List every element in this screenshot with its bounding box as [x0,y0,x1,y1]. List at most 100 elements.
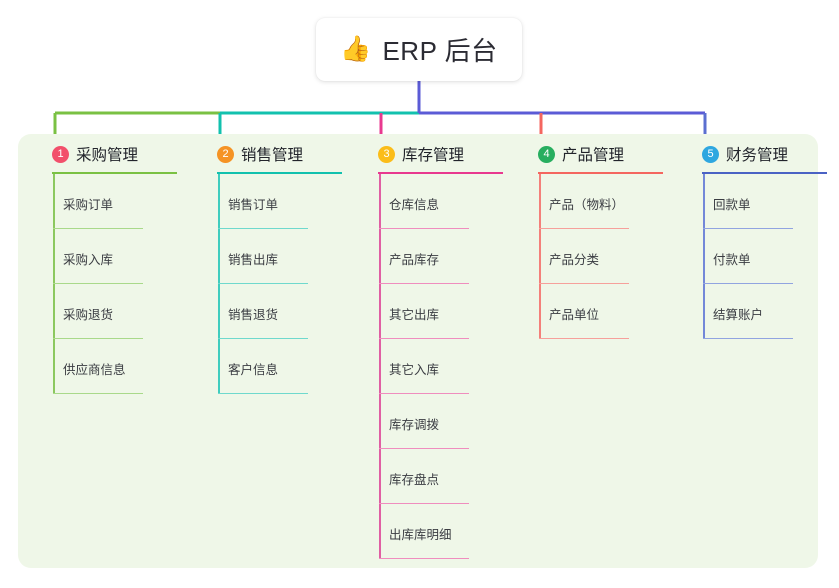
module-item-underline [379,337,469,339]
module-item-label: 供应商信息 [63,363,126,377]
module-item-underline [218,392,308,394]
module-item-label: 销售订单 [228,198,279,212]
module-item[interactable]: 采购退货 [30,284,190,339]
module-item[interactable]: 销售订单 [195,174,355,229]
module-item-underline [539,227,629,229]
module-item-label: 仓库信息 [389,198,440,212]
module-item-label: 产品库存 [389,253,440,267]
module-item-underline [218,282,308,284]
module-header-underline [52,171,177,174]
module-item[interactable]: 供应商信息 [30,339,190,394]
module-item-underline [53,282,143,284]
module-item-list: 产品（物料） 产品分类产品单位 [516,174,676,339]
module-item-underline [53,337,143,339]
module-item[interactable]: 产品分类 [516,229,676,284]
module-item[interactable]: 客户信息 [195,339,355,394]
module-item-label: 客户信息 [228,363,279,377]
module-item-label: 库存调拨 [389,418,440,432]
module-item-underline [379,392,469,394]
module-item-underline [703,227,793,229]
module-title: 财务管理 [726,147,789,164]
module-spine-line [703,174,705,339]
module-item-underline [379,557,469,559]
module-title: 产品管理 [562,147,625,164]
module-item-underline [379,447,469,449]
module-item-list: 回款单付款单结算账户 [680,174,839,339]
module-item[interactable]: 采购入库 [30,229,190,284]
module-item[interactable]: 采购订单 [30,174,190,229]
module-header[interactable]: 3 库存管理 [356,134,516,174]
module-item-underline [703,337,793,339]
root-node-card[interactable]: 👍 ERP 后台 [316,18,522,81]
module-number-badge: 5 [702,145,719,163]
module-item-label: 结算账户 [713,308,764,322]
module-item[interactable]: 仓库信息 [356,174,516,229]
module-item-underline [53,227,143,229]
module-header[interactable]: 1 采购管理 [30,134,190,174]
module-column: 1 采购管理采购订单采购入库采购退货供应商信息 [30,134,190,394]
module-item-underline [218,337,308,339]
module-item-label: 采购订单 [63,198,114,212]
module-item-underline [379,502,469,504]
module-item[interactable]: 产品库存 [356,229,516,284]
module-number-badge: 2 [217,145,234,163]
module-item-underline [379,227,469,229]
module-item-list: 采购订单采购入库采购退货供应商信息 [30,174,190,394]
module-item-label: 采购退货 [63,308,114,322]
module-item-label: 销售退货 [228,308,279,322]
module-item-label: 产品分类 [549,253,600,267]
module-item-label: 销售出库 [228,253,279,267]
module-spine-line [379,174,381,559]
module-item-label: 产品单位 [549,308,600,322]
module-number-badge: 1 [52,145,69,163]
module-item[interactable]: 库存调拨 [356,394,516,449]
module-column: 5 财务管理回款单付款单结算账户 [680,134,839,339]
module-item-underline [379,282,469,284]
module-item-underline [703,282,793,284]
module-item[interactable]: 结算账户 [680,284,839,339]
module-item-list: 销售订单销售出库销售退货客户信息 [195,174,355,394]
module-header-underline [538,171,663,174]
module-header-underline [702,171,827,174]
module-item[interactable]: 其它入库 [356,339,516,394]
module-item-underline [53,392,143,394]
module-item-label: 其它出库 [389,308,440,322]
module-item[interactable]: 付款单 [680,229,839,284]
module-item-label: 其它入库 [389,363,440,377]
module-title: 采购管理 [76,147,139,164]
module-item-label: 回款单 [713,198,751,212]
module-spine-line [53,174,55,394]
module-header-underline [378,171,503,174]
module-spine-line [539,174,541,339]
module-item[interactable]: 产品（物料） [516,174,676,229]
module-item[interactable]: 产品单位 [516,284,676,339]
module-item-label: 库存盘点 [389,473,440,487]
module-item-label: 采购入库 [63,253,114,267]
module-column: 3 库存管理仓库信息产品库存其它出库其它入库库存调拨库存盘点出库库明细 [356,134,516,559]
module-item-label: 付款单 [713,253,751,267]
module-header-underline [217,171,342,174]
root-node-title: ERP 后台 [382,36,498,66]
module-item[interactable]: 其它出库 [356,284,516,339]
module-item[interactable]: 销售出库 [195,229,355,284]
module-item[interactable]: 销售退货 [195,284,355,339]
module-item[interactable]: 库存盘点 [356,449,516,504]
module-item-underline [539,282,629,284]
module-title: 库存管理 [402,147,465,164]
modules-panel [18,134,818,568]
module-item-underline [539,337,629,339]
module-header[interactable]: 5 财务管理 [680,134,839,174]
module-item-label: 出库库明细 [389,528,452,542]
module-item[interactable]: 回款单 [680,174,839,229]
thumbs-up-icon: 👍 [340,35,372,63]
module-number-badge: 3 [378,145,395,163]
module-item-underline [218,227,308,229]
module-item[interactable]: 出库库明细 [356,504,516,559]
module-item-list: 仓库信息产品库存其它出库其它入库库存调拨库存盘点出库库明细 [356,174,516,559]
